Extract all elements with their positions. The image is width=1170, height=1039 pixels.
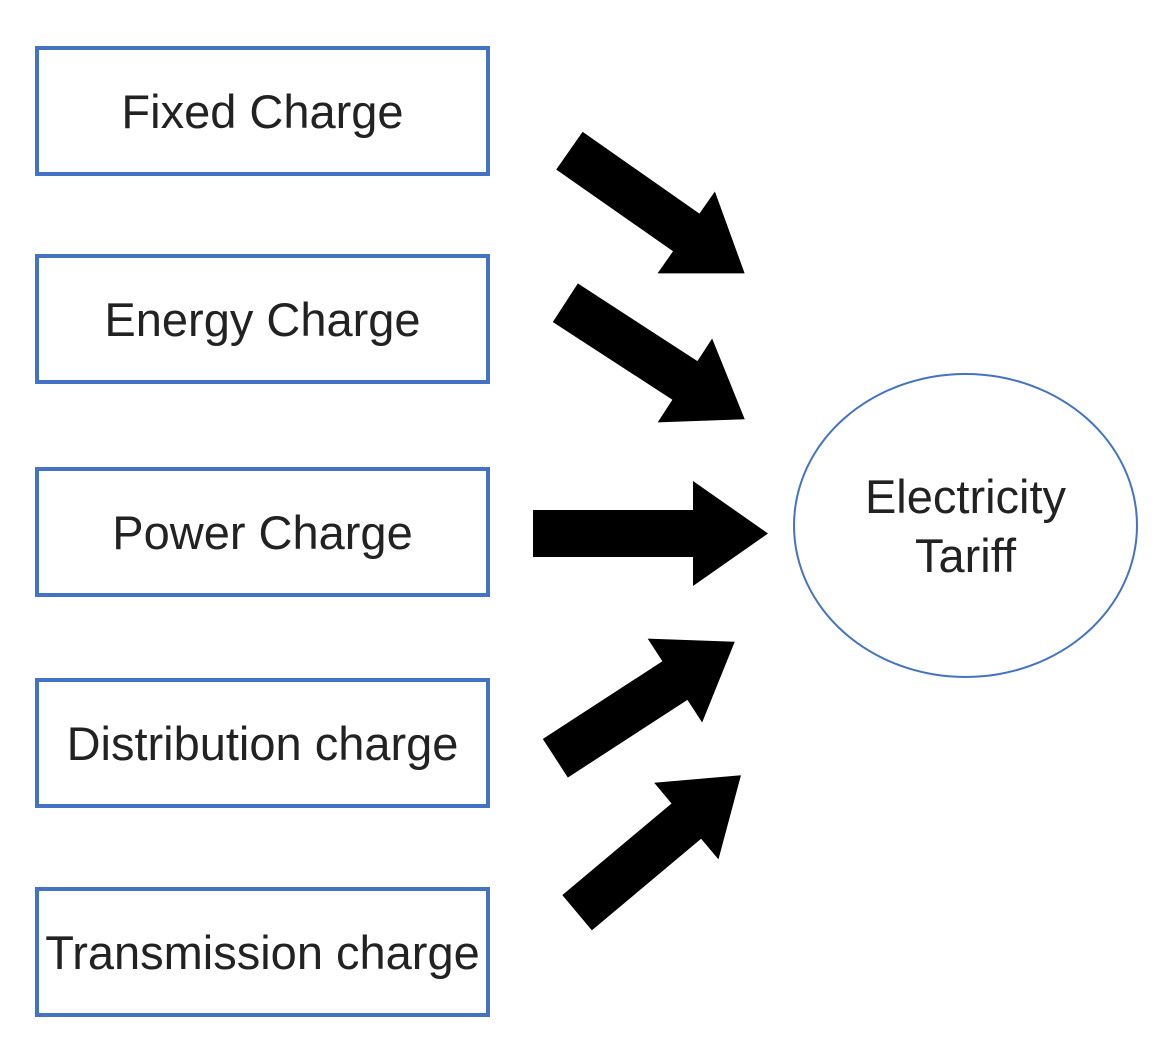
arrow-transmission-charge-icon bbox=[545, 737, 773, 951]
source-box-label: Power Charge bbox=[112, 505, 413, 559]
source-box-fixed-charge: Fixed Charge bbox=[35, 46, 490, 176]
arrow-shape bbox=[562, 775, 741, 931]
source-box-transmission-charge: Transmission charge bbox=[35, 887, 490, 1017]
arrow-power-charge-icon bbox=[533, 481, 768, 586]
source-box-label: Fixed Charge bbox=[121, 84, 404, 138]
source-box-label: Distribution charge bbox=[66, 716, 459, 770]
source-box-power-charge: Power Charge bbox=[35, 467, 490, 597]
source-box-distribution-charge: Distribution charge bbox=[35, 678, 490, 808]
target-circle-label: Electricity Tariff bbox=[864, 469, 1067, 582]
arrow-shape bbox=[533, 481, 768, 586]
arrow-shape bbox=[542, 638, 735, 778]
source-box-energy-charge: Energy Charge bbox=[35, 254, 490, 384]
arrow-shape bbox=[552, 283, 745, 423]
target-circle-electricity-tariff: Electricity Tariff bbox=[793, 373, 1138, 678]
arrow-fixed-charge-icon bbox=[541, 110, 774, 315]
arrow-distribution-charge-icon bbox=[528, 600, 762, 800]
arrow-shape bbox=[556, 131, 745, 274]
source-box-label: Transmission charge bbox=[45, 925, 480, 979]
source-box-label: Energy Charge bbox=[104, 292, 421, 346]
arrow-energy-charge-icon bbox=[538, 261, 772, 461]
